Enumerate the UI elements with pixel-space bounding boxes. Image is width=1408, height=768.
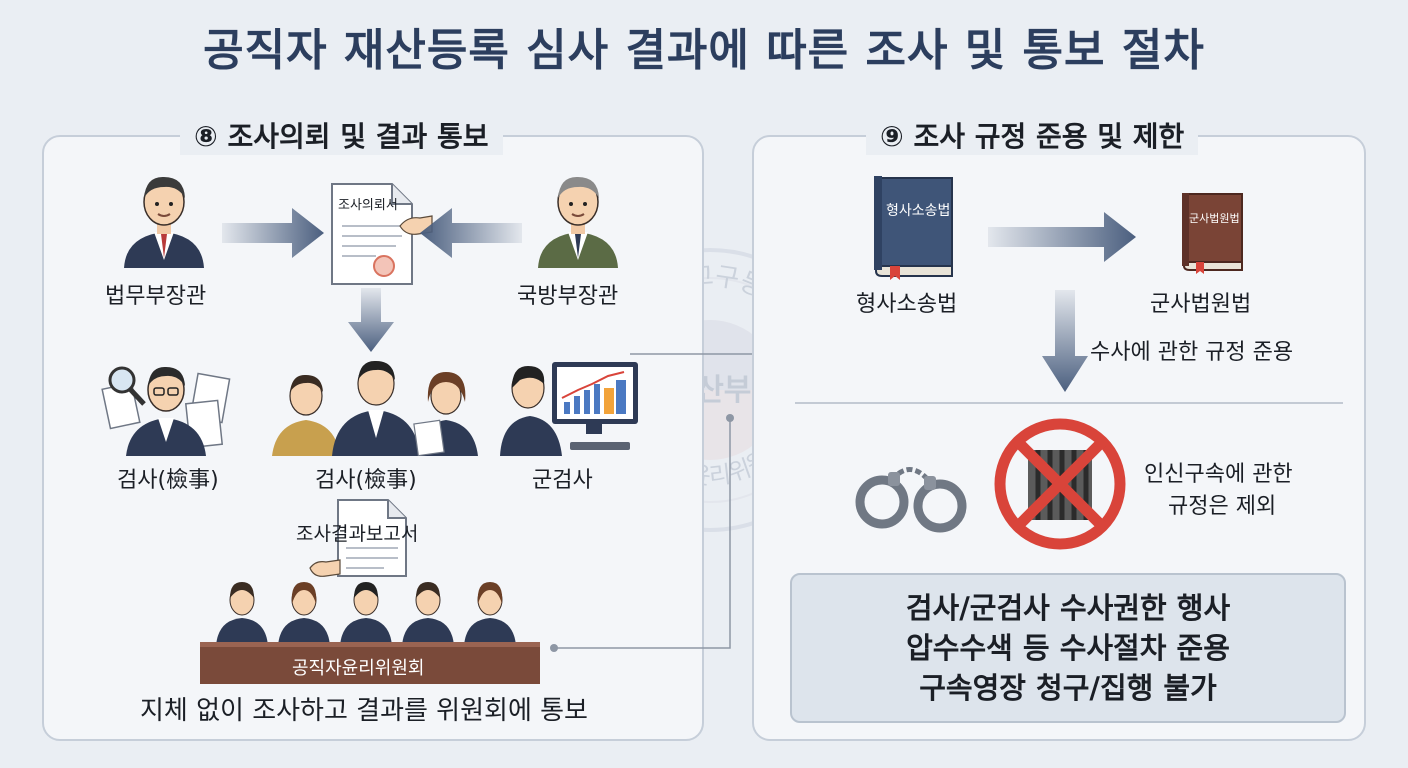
arrow-right-icon <box>988 212 1136 262</box>
left-panel-caption: 지체 없이 조사하고 결과를 위원회에 통보 <box>140 696 588 726</box>
minister-justice-label: 법무부장관 <box>105 284 207 309</box>
book-2-label: 군사법원법 <box>1150 292 1252 317</box>
summary-box: 검사/군검사 수사권한 행사 압수수색 등 수사절차 준용 구속영장 청구/집행… <box>790 573 1346 723</box>
prosecutor-1-label: 검사(檢事) <box>117 468 219 493</box>
minister-defense-person-icon <box>538 176 618 268</box>
handcuffs-icon <box>855 467 967 533</box>
prosecutor-2-label: 검사(檢事) <box>315 468 417 493</box>
summary-line-1: 검사/군검사 수사권한 행사 <box>905 591 1231 625</box>
prohibit-icon <box>994 418 1126 550</box>
book-1-cover: 형사소송법 <box>886 203 951 219</box>
summary-line-3: 구속영장 청구/집행 불가 <box>919 671 1217 705</box>
criminal-procedure-book-icon <box>874 176 953 280</box>
minister-defense-label: 국방부장관 <box>517 284 619 309</box>
book-1-label: 형사소송법 <box>856 292 958 317</box>
arrow-down-icon <box>348 288 394 352</box>
minister-justice-person-icon <box>124 176 204 268</box>
request-document-title: 조사의뢰서 <box>338 198 398 213</box>
military-prosecutor-monitor-icon <box>500 362 638 456</box>
book-2-cover: 군사법원법 <box>1189 212 1240 225</box>
right-panel-heading: ⑨ 조사 규정 준용 및 제한 <box>866 115 1199 155</box>
ethics-committee-icon <box>200 582 540 684</box>
exclude-note-line-1: 인신구속에 관한 <box>1144 462 1293 487</box>
page-title: 공직자 재산등록 심사 결과에 따른 조사 및 통보 절차 <box>203 25 1205 76</box>
apply-rules-note: 수사에 관한 규정 준용 <box>1090 340 1294 365</box>
exclude-note-line-2: 규정은 제외 <box>1168 494 1277 519</box>
military-court-book-icon <box>1182 193 1243 274</box>
summary-line-2: 압수수색 등 수사절차 준용 <box>906 631 1230 665</box>
hand-icon <box>309 559 341 577</box>
left-panel-heading: ⑧ 조사의뢰 및 결과 통보 <box>180 115 503 155</box>
arrow-down-icon <box>1042 290 1088 392</box>
request-document-icon <box>331 183 413 285</box>
military-prosecutor-label: 군검사 <box>532 468 593 493</box>
connector-line <box>550 350 760 652</box>
committee-nameplate: 공직자윤리위원회 <box>292 658 425 679</box>
section-divider <box>795 402 1343 404</box>
prosecutor-investigating-icon <box>101 366 231 456</box>
prosecutor-team-icon <box>272 360 478 456</box>
report-document-title: 조사결과보고서 <box>296 523 419 545</box>
arrow-left-icon <box>420 208 522 258</box>
arrow-right-icon <box>222 208 324 258</box>
